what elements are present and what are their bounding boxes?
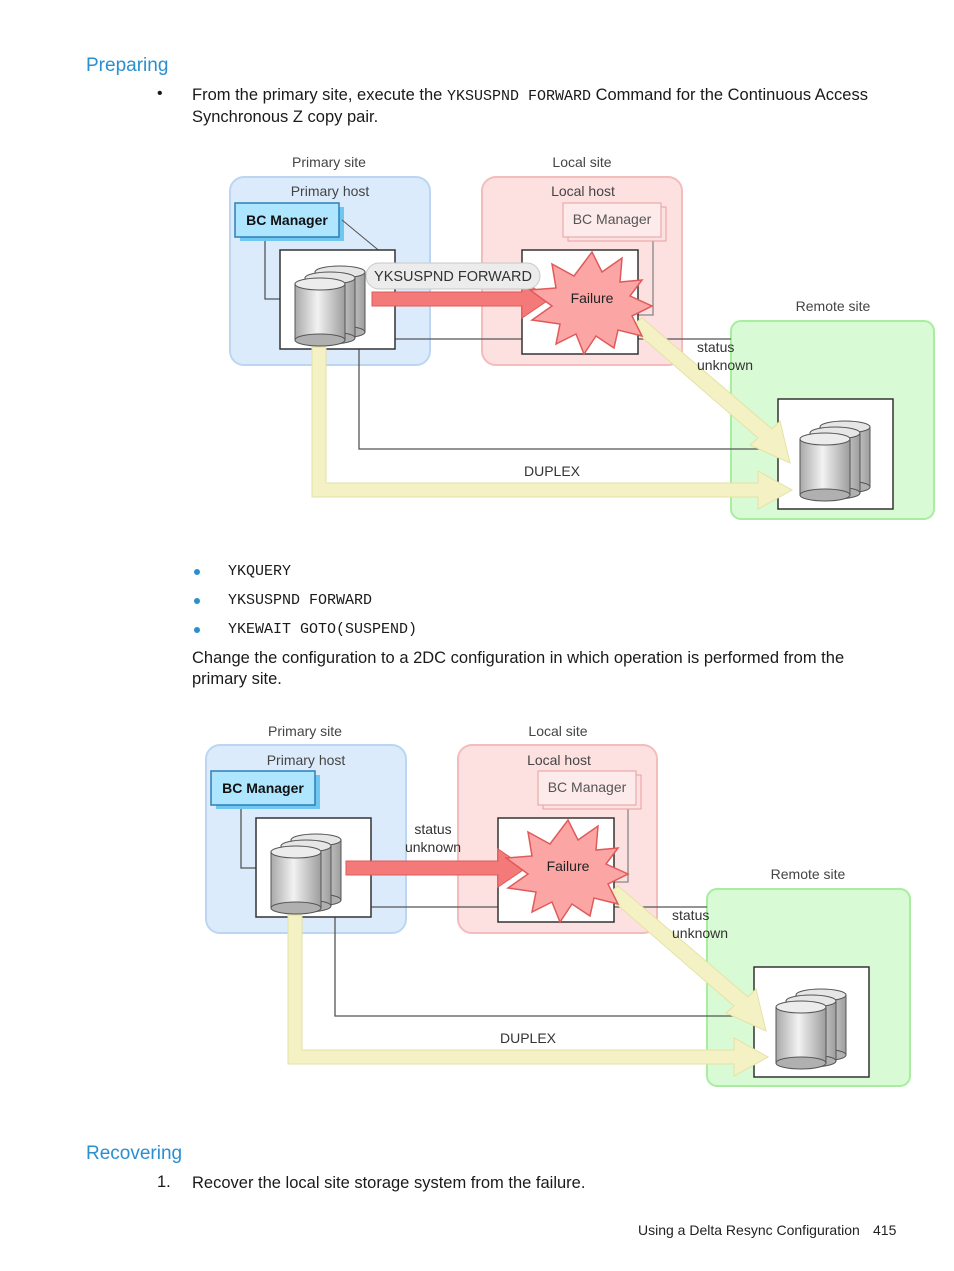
footer-title: Using a Delta Resync Configuration	[638, 1222, 860, 1238]
status-label-line2: unknown	[697, 357, 753, 373]
change-config-text: Change the configuration to a 2DC config…	[192, 648, 912, 690]
failure-starburst	[527, 250, 654, 356]
remote-site-label: Remote site	[796, 298, 871, 314]
failure-label: Failure	[571, 290, 614, 306]
status-a-label-line1: status	[414, 821, 451, 837]
change-text-line2: primary site.	[192, 670, 282, 688]
diagram-2dc-configuration: Primary site Primary host Local site Loc…	[205, 723, 911, 1087]
host-connector-line-2	[240, 804, 256, 869]
host-connector-line	[264, 235, 280, 300]
bc-manager-local-box	[562, 202, 662, 238]
primary-remote-link-2	[334, 917, 753, 1017]
prepare-text-line2: Synchronous Z copy pair.	[192, 108, 379, 126]
status-a-label-line2: unknown	[405, 839, 461, 855]
status-unknown-arrow-2	[605, 885, 767, 1032]
primary-site-label: Primary site	[292, 154, 366, 170]
primary-volume-cylinders-2	[270, 833, 342, 915]
command-label-text: YKSUSPND FORWARD	[374, 269, 532, 285]
duplex-arrow	[311, 346, 794, 510]
remote-site-label-2: Remote site	[771, 866, 846, 882]
command-bullet-3	[194, 627, 200, 633]
prepare-text-post: Command for the Continuous Access	[595, 86, 868, 104]
diagram-yksuspnd-forward: Primary site Primary host Local site Loc…	[229, 154, 935, 520]
prepare-command-code: YKSUSPND FORWARD	[446, 88, 591, 105]
command-bullet-2	[194, 598, 200, 604]
failure-starburst-2	[503, 818, 630, 924]
local-site-label: Local site	[552, 154, 611, 170]
duplex-label: DUPLEX	[524, 463, 581, 479]
primary-volume-cylinders	[294, 265, 366, 347]
remote-volume-cylinders-2	[775, 988, 847, 1070]
command-item-1: YKQUERY	[228, 563, 292, 580]
primary-to-local-arrow-2	[345, 848, 527, 888]
bc-manager-primary-label-2: BC Manager	[222, 780, 304, 796]
status-unknown-arrow	[629, 317, 791, 464]
command-forward-arrow	[371, 279, 551, 319]
command-item-2: YKSUSPND FORWARD	[228, 592, 373, 609]
primary-host-label-2: Primary host	[267, 752, 346, 768]
bc-manager-primary-label: BC Manager	[246, 212, 328, 228]
status-b-label-line2: unknown	[672, 925, 728, 941]
step-number: 1.	[157, 1173, 171, 1191]
section-heading-recovering: Recovering	[86, 1143, 183, 1164]
command-label-pill	[365, 262, 541, 290]
primary-remote-link	[358, 349, 777, 450]
bc-manager-primary-box	[234, 202, 340, 238]
local-host-label-2: Local host	[527, 752, 591, 768]
command-bullet-1	[194, 569, 200, 575]
prepare-bullet-text: From the primary site, execute the YKSUS…	[192, 85, 912, 128]
local-site-label-2: Local site	[528, 723, 587, 739]
status-label-line1: status	[697, 339, 734, 355]
remote-volume-cylinders	[799, 420, 871, 502]
section-heading-preparing: Preparing	[86, 55, 169, 76]
primary-host-label: Primary host	[291, 183, 370, 199]
local-host-connector-line	[638, 237, 654, 316]
local-host-label: Local host	[551, 183, 615, 199]
command-item-3: YKEWAIT GOTO(SUSPEND)	[228, 621, 418, 638]
change-text-line1: Change the configuration to a 2DC config…	[192, 649, 845, 667]
duplex-arrow-2	[287, 914, 770, 1077]
primary-site-label-2: Primary site	[268, 723, 342, 739]
bc-manager-local-label-2: BC Manager	[548, 779, 627, 795]
bc-manager-local-label: BC Manager	[573, 211, 652, 227]
step-text: Recover the local site storage system fr…	[192, 1174, 586, 1192]
failure-label-2: Failure	[547, 858, 590, 874]
local-host-connector-line-2	[613, 804, 629, 883]
bc-manager-primary-box-2	[210, 770, 316, 806]
footer-page-number: 415	[873, 1222, 897, 1238]
prepare-text-pre: From the primary site, execute the	[192, 86, 443, 104]
bc-manager-local-box-2	[537, 770, 637, 806]
status-b-label-line1: status	[672, 907, 709, 923]
bullet-marker: •	[157, 85, 163, 102]
duplex-label-2: DUPLEX	[500, 1030, 557, 1046]
